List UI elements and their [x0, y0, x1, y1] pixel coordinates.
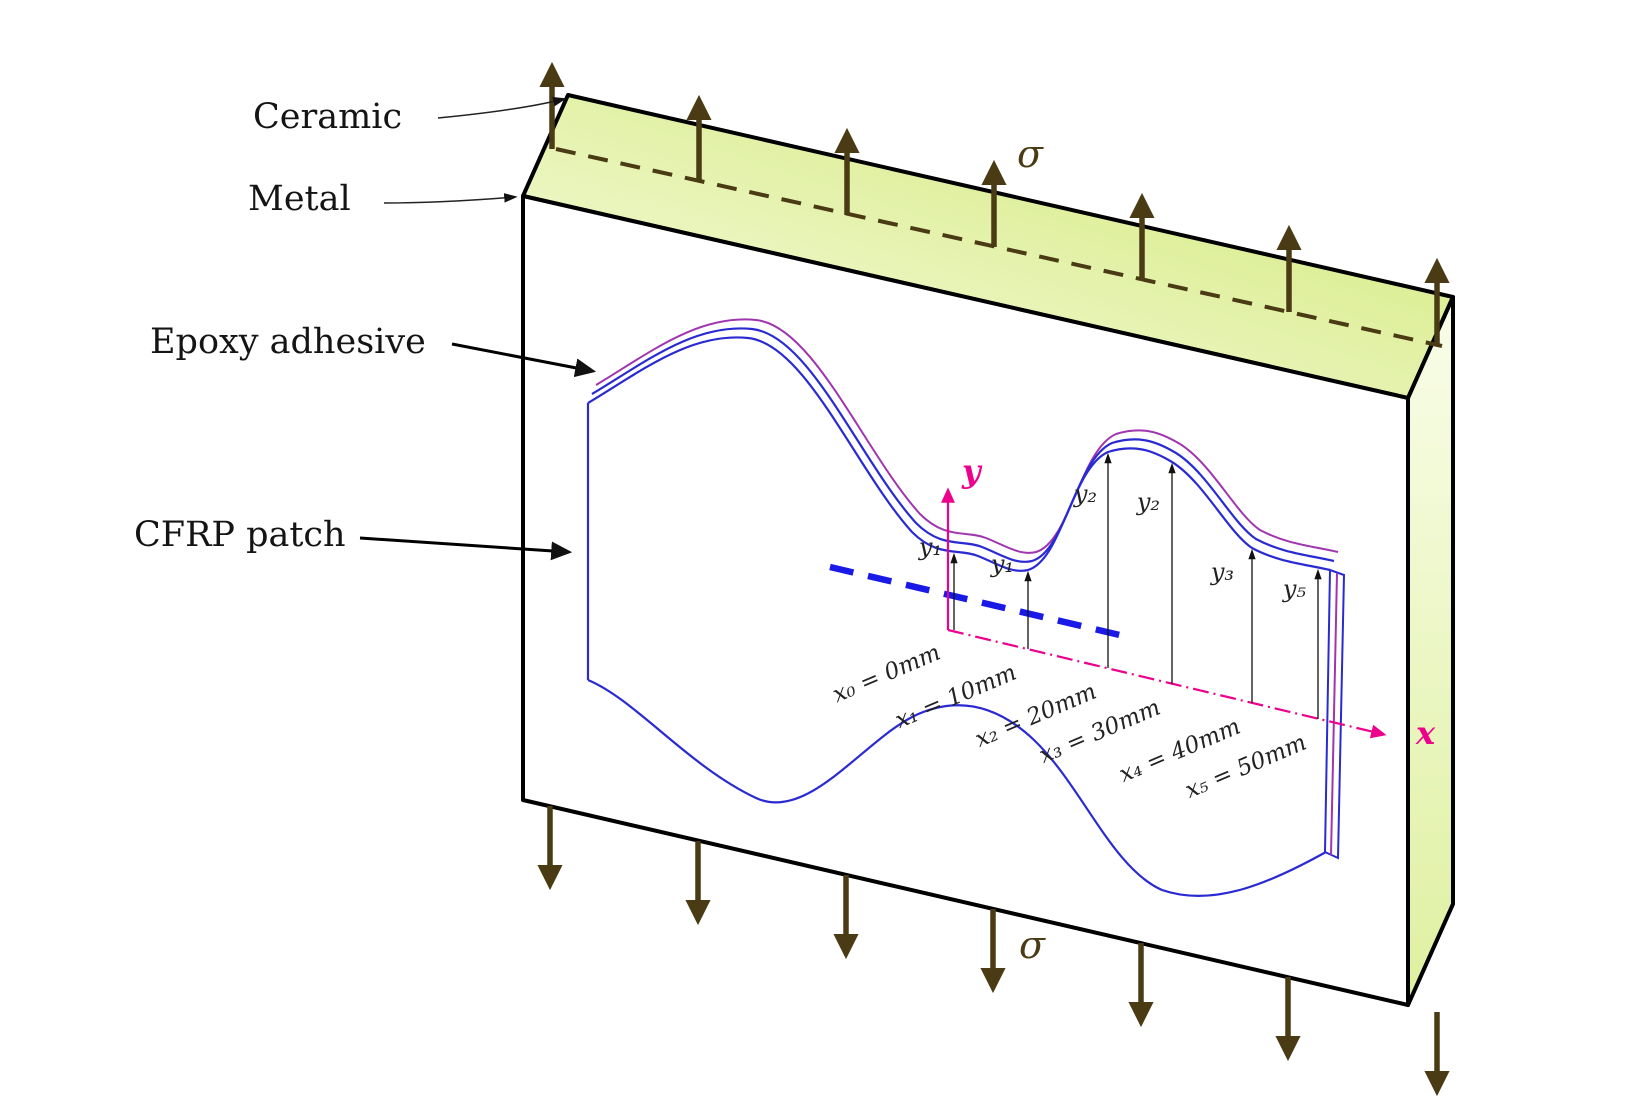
crack-dashed-line	[829, 563, 1125, 640]
y-label-x0: y₁	[918, 533, 942, 561]
sigma-top-label: σ	[1017, 132, 1044, 176]
y-label-x1: y₁	[990, 550, 1014, 578]
cfrp-patch-pointer-arrow	[359, 536, 573, 561]
adhesive-right-edge	[1330, 572, 1338, 856]
ceramic-label: Ceramic	[253, 97, 402, 137]
metal-label: Metal	[248, 179, 351, 219]
y-label-x5: y₅	[1282, 575, 1307, 603]
cfrp-patch-outline	[586, 318, 1346, 898]
ceramic-pointer-arrow	[437, 97, 567, 119]
x-axis-label: x	[1415, 714, 1436, 752]
epoxy-adhesive-label: Epoxy adhesive	[150, 322, 426, 362]
dimension-lines	[950, 452, 1322, 719]
plate-right-face	[1406, 295, 1455, 1007]
x-axis	[947, 628, 1387, 739]
sigma-bottom-label: σ	[1019, 923, 1046, 967]
epoxy-adhesive-pointer-arrow	[451, 342, 597, 378]
y-axis-label: y	[961, 452, 983, 490]
stress-arrows-bottom	[537, 806, 1450, 1097]
stress-arrows-top	[539, 61, 1450, 345]
coordinate-axes: x y	[941, 452, 1436, 752]
y-label-x4: y₃	[1210, 558, 1234, 586]
metal-pointer-arrow	[383, 193, 518, 204]
ceramic-midline-dashed	[555, 147, 1443, 348]
material-annotations: Ceramic Metal Epoxy adhesive CFRP patch	[134, 97, 597, 561]
patch-bottom-wavy-edge	[587, 678, 1327, 898]
cfrp-patch-label: CFRP patch	[134, 515, 346, 555]
y-label-x2: y₂	[1073, 480, 1097, 508]
y-label-x3: y₂	[1136, 488, 1160, 516]
y-value-labels: y₁ y₁ y₂ y₂ y₃ y₅	[918, 480, 1307, 603]
